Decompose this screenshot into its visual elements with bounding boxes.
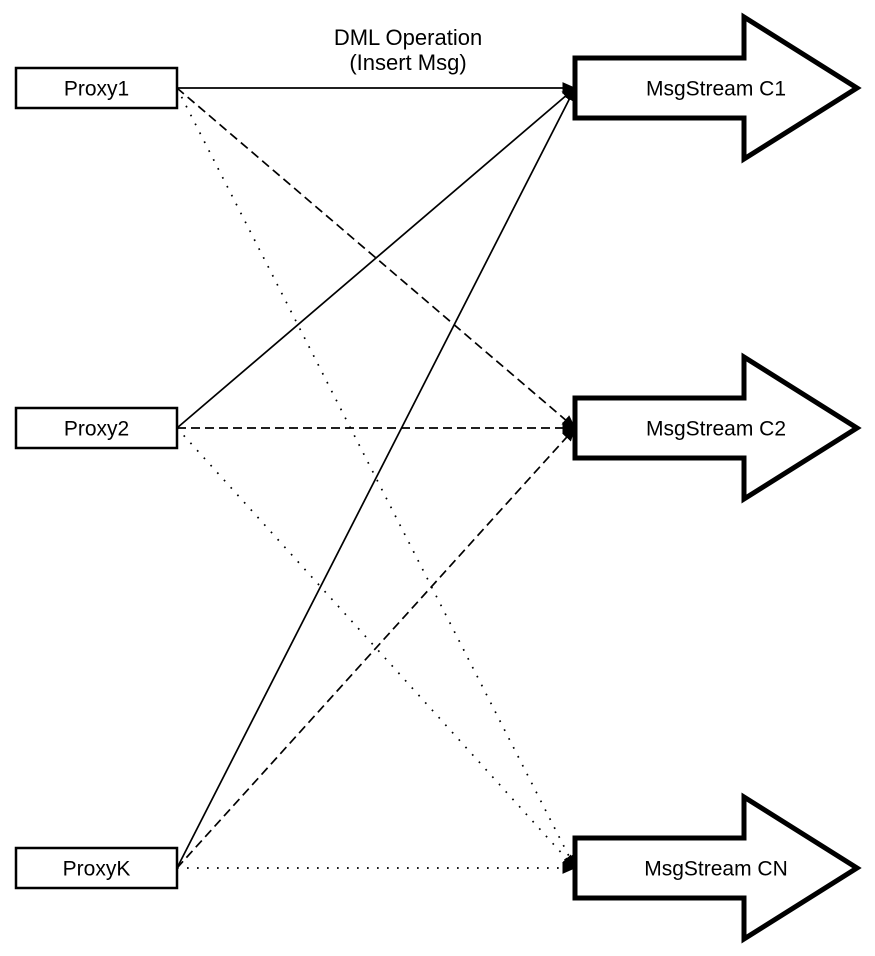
stream-node-cn: MsgStream CN: [572, 792, 862, 944]
proxy-label-proxyk: ProxyK: [63, 858, 131, 881]
edge-proxyk-to-c1-solid: [176, 87, 576, 869]
proxy-box-proxy1: [14, 66, 179, 110]
edges-layer: [176, 82, 576, 874]
proxy-label-proxy2: Proxy2: [64, 418, 129, 441]
proxy-node-proxy2: Proxy2: [14, 406, 179, 450]
edge-proxyk-to-c2-dashed: [176, 427, 576, 869]
stream-label-c1: MsgStream C1: [646, 78, 786, 101]
proxy-box-proxy2: [14, 406, 179, 450]
proxy-node-proxyk: ProxyK: [14, 846, 179, 890]
stream-arrow-shape-c1: [572, 12, 862, 164]
edge-proxy2-to-c1-solid: [176, 87, 576, 429]
edge-proxy1-to-c2-dashed: [176, 87, 576, 429]
stream-label-c2: MsgStream C2: [646, 418, 786, 441]
proxy-box-proxyk: [14, 846, 179, 890]
stream-arrow-shape-cn: [572, 792, 862, 944]
stream-arrow-shape-c2: [572, 352, 862, 504]
diagram-title-line1: DML Operation: [334, 25, 482, 50]
stream-node-c1: MsgStream C1: [572, 12, 862, 164]
diagram-title-line2: (Insert Msg): [349, 50, 466, 75]
proxy-node-proxy1: Proxy1: [14, 66, 179, 110]
proxy-label-proxy1: Proxy1: [64, 78, 129, 101]
stream-label-cn: MsgStream CN: [644, 858, 788, 881]
stream-node-c2: MsgStream C2: [572, 352, 862, 504]
